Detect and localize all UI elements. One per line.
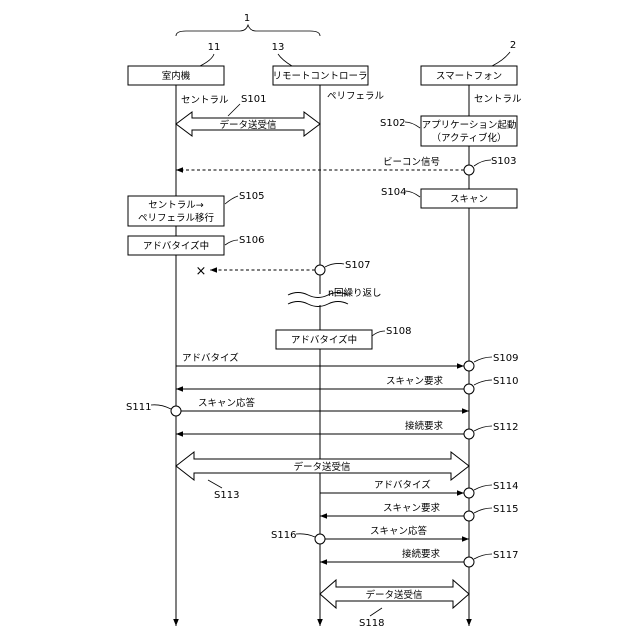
s118-label: データ送受信 <box>365 589 422 601</box>
s101-leader <box>228 104 240 116</box>
s107-node <box>315 265 325 275</box>
system-brace <box>176 25 320 36</box>
s108-ref: S108 <box>386 326 411 337</box>
s111-leader <box>151 405 171 409</box>
s108-label: アドバタイズ中 <box>291 334 357 346</box>
s105-line1: セントラル→ <box>148 200 204 211</box>
indoor-unit-ref: 11 <box>208 42 221 53</box>
s118-leader <box>370 608 382 616</box>
s109-leader <box>474 357 492 362</box>
s116-node <box>315 534 325 544</box>
s110-label: スキャン要求 <box>386 375 444 387</box>
s103-label: ビーコン信号 <box>383 156 440 168</box>
s103-leader <box>474 160 491 166</box>
s116-label: スキャン応答 <box>370 525 428 537</box>
s117-label: 接続要求 <box>402 548 441 560</box>
s115-node <box>464 511 474 521</box>
s111-ref: S111 <box>126 402 151 413</box>
indoor-unit-ref-leader <box>200 54 214 66</box>
s115-leader <box>474 508 492 513</box>
s109-label: アドバタイズ <box>182 352 239 364</box>
s106-leader <box>225 240 238 245</box>
s111-label: スキャン応答 <box>198 397 256 409</box>
s104-label: スキャン <box>450 194 488 205</box>
s102-line1: アプリケーション起動 <box>422 120 517 131</box>
s109-node <box>464 361 474 371</box>
smartphone-ref: 2 <box>510 40 516 51</box>
s110-node <box>464 384 474 394</box>
s106-ref: S106 <box>239 235 264 246</box>
s102-line2: （アクティブ化） <box>432 132 507 144</box>
s103-ref: S103 <box>491 156 516 167</box>
s113-leader <box>208 480 222 488</box>
s107-leader <box>325 263 344 267</box>
s114-node <box>464 488 474 498</box>
s106-label: アドバタイズ中 <box>143 240 209 252</box>
s104-leader <box>405 191 420 197</box>
remote-controller-ref-leader <box>278 54 292 66</box>
s112-label: 接続要求 <box>405 420 444 432</box>
s113-label: データ送受信 <box>293 461 350 473</box>
indoor-unit-role: セントラル <box>181 95 229 106</box>
s102-leader <box>405 122 420 128</box>
s116-ref: S116 <box>271 530 296 541</box>
s117-ref: S117 <box>493 550 518 561</box>
s105-ref: S105 <box>239 191 264 202</box>
s118-ref: S118 <box>359 618 384 629</box>
s105-leader <box>225 196 238 204</box>
smartphone-ref-leader <box>492 52 510 66</box>
s102-ref: S102 <box>380 118 405 129</box>
s107-x-mark: × <box>196 264 207 279</box>
s103-node <box>464 165 474 175</box>
indoor-unit-label: 室内機 <box>162 70 191 82</box>
s114-label: アドバタイズ <box>374 479 431 491</box>
s117-leader <box>474 554 492 559</box>
s107-ref: S107 <box>345 260 370 271</box>
s109-ref: S109 <box>493 353 518 364</box>
s112-ref: S112 <box>493 422 518 433</box>
s112-node <box>464 429 474 439</box>
s115-label: スキャン要求 <box>383 502 441 514</box>
s115-ref: S115 <box>493 504 518 515</box>
smartphone-label: スマートフォン <box>436 71 502 82</box>
s112-leader <box>474 426 492 431</box>
s114-ref: S114 <box>493 481 518 492</box>
s113-ref: S113 <box>214 490 239 501</box>
s101-label: データ送受信 <box>219 119 276 131</box>
repeat-break-wave-bottom <box>288 302 348 307</box>
s110-leader <box>474 380 492 385</box>
s111-node <box>171 406 181 416</box>
s116-leader <box>296 534 315 537</box>
repeat-label: n回繰り返し <box>328 287 382 299</box>
remote-controller-label: リモートコントローラ <box>272 71 367 82</box>
remote-controller-ref: 13 <box>272 42 285 53</box>
s117-node <box>464 557 474 567</box>
s108-leader <box>372 331 385 336</box>
s104-ref: S104 <box>381 187 406 198</box>
smartphone-role: セントラル <box>474 94 522 105</box>
system-ref: 1 <box>244 13 250 24</box>
s105-line2: ペリフェラル移行 <box>138 212 215 224</box>
s110-ref: S110 <box>493 376 518 387</box>
s101-ref: S101 <box>241 94 266 105</box>
remote-controller-role: ペリフェラル <box>327 91 385 102</box>
s114-leader <box>474 485 492 490</box>
